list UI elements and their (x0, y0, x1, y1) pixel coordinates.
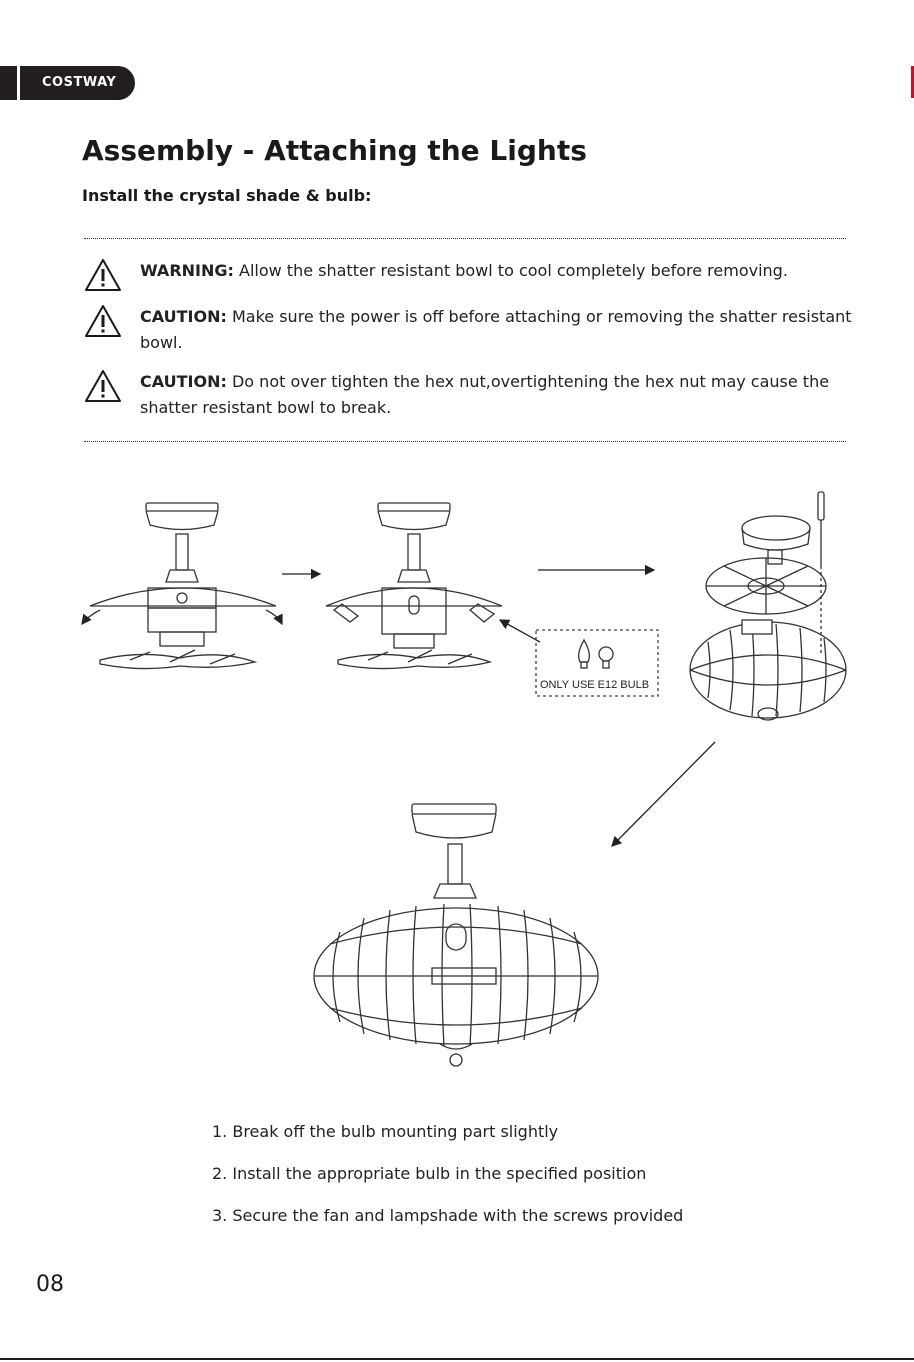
instruction-steps: 1. Break off the bulb mounting part slig… (212, 1120, 683, 1246)
top-divider (84, 238, 846, 239)
assembly-illustration: ONLY USE E12 BULB (81, 491, 847, 1067)
bulb-callout-label: ONLY USE E12 BULB (540, 679, 649, 691)
fan-diagram-step-1 (81, 502, 283, 670)
notice-body: Do not over tighten the hex nut,overtigh… (140, 372, 830, 417)
arrow-down-left (611, 741, 716, 847)
page-edge-mark (911, 66, 914, 98)
section-subtitle: Install the crystal shade & bulb: (82, 186, 372, 205)
candle-bulb-icon (578, 638, 590, 663)
bottom-divider (84, 441, 846, 442)
notice-body: Allow the shatter resistant bowl to cool… (233, 261, 788, 280)
arrow-to-bulb-position (498, 619, 541, 643)
brand-bar-notch (17, 66, 20, 100)
notice-body: Make sure the power is off before attach… (140, 307, 852, 352)
notice-keyword: CAUTION: (140, 372, 227, 391)
instruction-step: 2. Install the appropriate bulb in the s… (212, 1164, 647, 1183)
bottom-rule (0, 1358, 914, 1360)
notice-text: CAUTION: Do not over tighten the hex nut… (140, 369, 854, 421)
notice-keyword: CAUTION: (140, 307, 227, 326)
brand-logo: COSTWAY (42, 75, 117, 90)
warning-triangle-icon (85, 259, 121, 291)
fan-diagram-step-2 (325, 502, 503, 670)
notice-keyword: WARNING: (140, 261, 234, 280)
page-title: Assembly - Attaching the Lights (82, 134, 587, 167)
notice-text: CAUTION: Make sure the power is off befo… (140, 304, 854, 356)
globe-bulb-icon (598, 646, 614, 662)
screwdriver-icon (817, 491, 825, 521)
page-number: 08 (36, 1272, 64, 1297)
warning-triangle-icon (85, 370, 121, 402)
assembled-fixture-diagram (313, 803, 599, 1067)
instruction-step: 3. Secure the fan and lampshade with the… (212, 1206, 684, 1225)
notice-text: WARNING: Allow the shatter resistant bow… (140, 258, 854, 284)
exploded-view-diagram (689, 491, 847, 721)
warning-triangle-icon (85, 305, 121, 337)
brand-bar: COSTWAY (0, 66, 135, 100)
instruction-step: 1. Break off the bulb mounting part slig… (212, 1122, 559, 1141)
bulb-callout-box: ONLY USE E12 BULB (535, 629, 659, 697)
